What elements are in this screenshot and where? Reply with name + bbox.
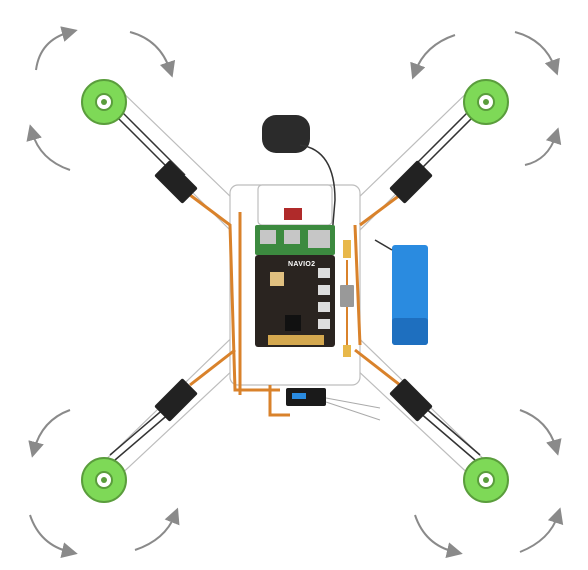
- esc-icon: [154, 160, 198, 204]
- rotation-arrow-icon: [29, 514, 78, 558]
- gps-antenna-icon: [262, 115, 336, 261]
- rotation-arrow-icon: [524, 127, 562, 166]
- rotation-arrow-icon: [26, 124, 71, 171]
- esc-icon: [154, 378, 198, 422]
- receiver-icon: [286, 388, 381, 421]
- rotation-arrows: [26, 26, 564, 558]
- esc-icon: [389, 378, 433, 422]
- rotation-arrow-icon: [134, 507, 180, 551]
- esc-icon: [389, 160, 433, 204]
- board-label: NAVIO2: [288, 261, 315, 268]
- power-module: [340, 240, 354, 357]
- escs: [154, 160, 433, 422]
- rotation-arrow-icon: [519, 409, 562, 456]
- motor-rear-right: [463, 457, 509, 503]
- rotation-arrow-icon: [410, 34, 456, 80]
- motor-front-left: [81, 79, 127, 125]
- rotation-arrow-icon: [28, 409, 71, 458]
- rotation-arrow-icon: [514, 31, 560, 76]
- power-wires: [189, 193, 401, 417]
- motor-rear-left: [81, 457, 127, 503]
- rotation-arrow-icon: [414, 514, 463, 558]
- battery-icon: [374, 239, 428, 345]
- motors: [81, 79, 509, 503]
- rotation-arrow-icon: [519, 507, 564, 553]
- rotation-arrow-icon: [129, 31, 176, 78]
- flight-controller: NAVIO2: [255, 208, 335, 347]
- motor-front-right: [463, 79, 509, 125]
- rotation-arrow-icon: [35, 26, 78, 71]
